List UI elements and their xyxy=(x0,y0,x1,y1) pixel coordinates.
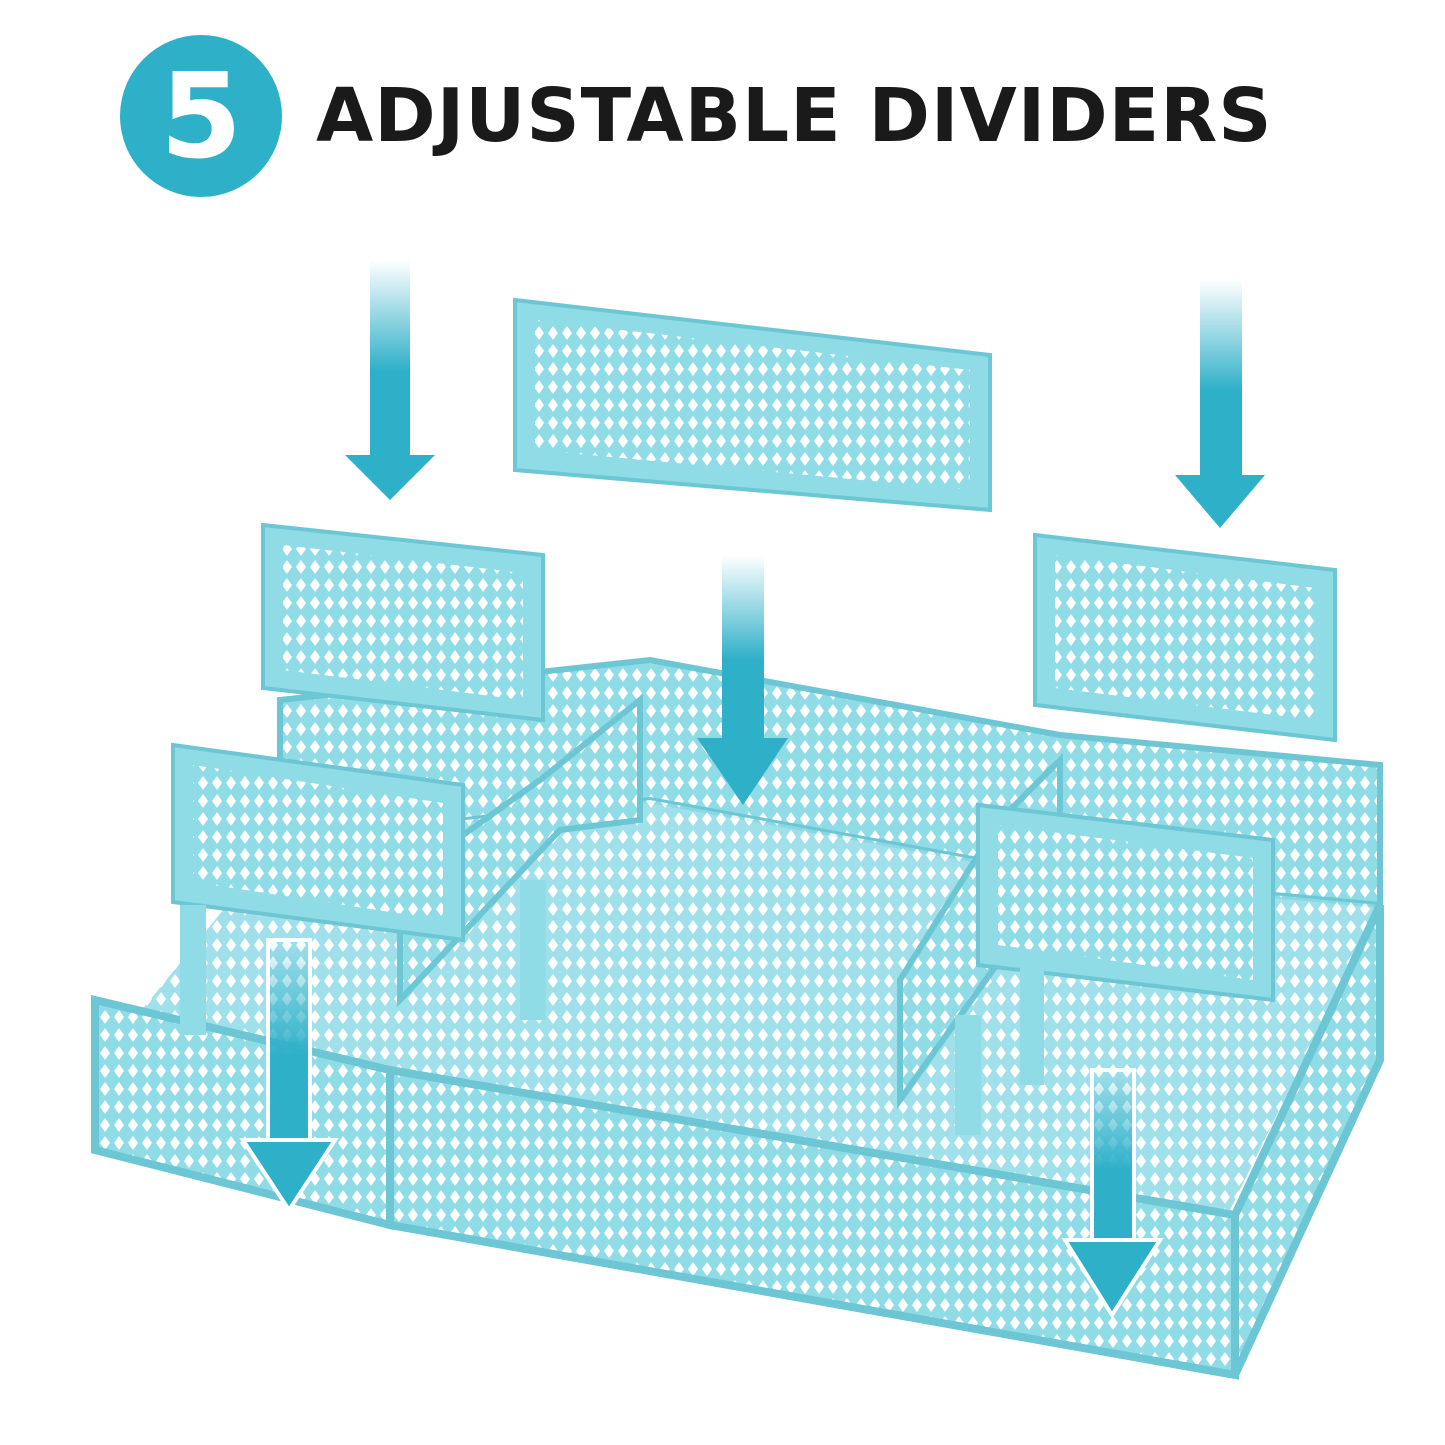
arrow-down-icon xyxy=(1061,1068,1164,1319)
number-badge: 5 xyxy=(120,35,282,197)
divider-panel-left-upper xyxy=(261,522,545,723)
arrow-down-icon xyxy=(239,938,339,1214)
divider-panel-right-upper xyxy=(1033,532,1337,743)
headline: ADJUSTABLE DIVIDERS xyxy=(316,73,1273,159)
arrow-down-icon xyxy=(1175,280,1265,528)
divider-panel-top-center xyxy=(513,297,992,513)
header: 5 ADJUSTABLE DIVIDERS xyxy=(120,35,1273,197)
arrow-down-icon xyxy=(345,260,435,500)
divider-panel-left-lower xyxy=(171,742,546,1035)
divider-panel-right-lower xyxy=(955,802,1275,1135)
tray-front-wall xyxy=(91,903,1384,1380)
arrow-down-icon xyxy=(697,555,788,805)
